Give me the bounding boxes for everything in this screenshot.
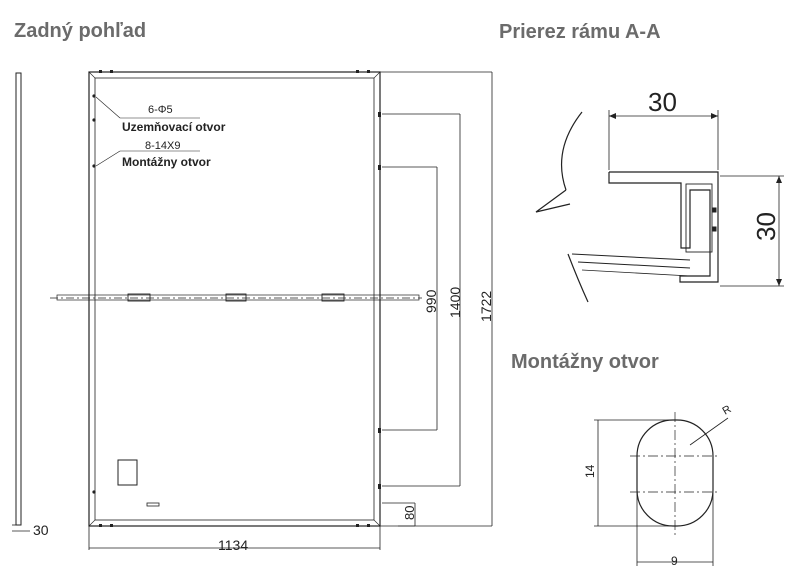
cable [56,293,420,302]
side-profile [12,72,30,532]
hole-width-text: 9 [671,554,678,568]
mount-hole-spec: 8-14X9 [145,140,180,152]
mount-hole-label: Montážny otvor [122,155,211,169]
dim-width-lines [88,526,381,550]
mount-leader [95,150,121,167]
ground-hole-label: Uzemňovací otvor [122,120,226,134]
mounting-hole-detail [594,412,729,566]
section-width-text: 30 [648,87,677,117]
section-height-dim [720,175,784,287]
panel-frame [88,71,381,527]
hole-width-dim [636,490,714,566]
hole-height-text: 14 [583,464,597,478]
height-dim-text: 1722 [478,291,494,322]
corner-marks [99,70,370,527]
hole-height-dim [594,419,675,527]
radius-text: R [721,403,734,417]
back-view: 30 [12,70,493,550]
radius-leader [689,417,729,446]
width-dim-text: 1134 [218,537,248,553]
ground-hole-spec: 6-Φ5 [148,104,173,116]
section-width-dim [608,110,719,170]
dim-bottom-offset-lines [382,502,416,527]
bottom-offset-dim-text: 80 [402,506,417,520]
ground-leader [95,96,121,119]
frame-section [535,110,784,303]
dim-mount-inner-lines [382,166,438,431]
outer-mount-dim-text: 1400 [447,287,463,318]
frame-depth-dim: 30 [33,522,49,538]
back-view-title: Zadný pohľad [14,20,147,42]
frame-profile [608,171,719,283]
label-plate [146,502,160,507]
dim-mount-outer-lines [382,113,461,487]
section-height-text: 30 [751,212,781,241]
mounting-holes [378,112,381,489]
junction-box [117,459,138,486]
frame-section-title: Prierez rámu A-A [499,21,661,43]
inner-mount-dim-text: 990 [423,289,439,313]
mounting-hole-title: Montážny otvor [511,351,659,373]
ground-holes [92,94,96,494]
